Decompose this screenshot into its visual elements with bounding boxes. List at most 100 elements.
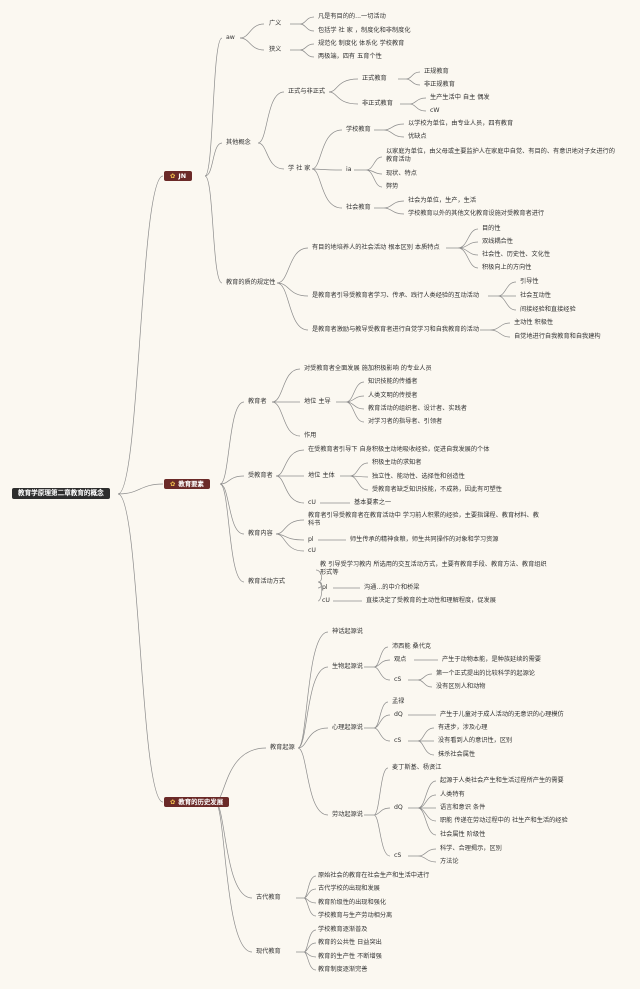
branch-node[interactable]: 有目的地培养人的社会活动 根本区别 本质特点	[312, 244, 440, 251]
leaf-node[interactable]: 受教育者缺乏知识技能，不成熟，因此有可塑性	[372, 486, 502, 493]
leaf-node[interactable]: 独立性、能动性、选择性和创造性	[372, 473, 465, 480]
leaf-node[interactable]: 有进步，涉及心理	[438, 724, 488, 731]
leaf-node[interactable]: 包括学 社 家 ，制度化和非制度化	[318, 27, 411, 34]
branch-node[interactable]: 正式教育	[362, 75, 387, 82]
leaf-node[interactable]: 学校教育以外的其他文化教育设施对受教育者进行	[408, 210, 545, 217]
leaf-node[interactable]: 弊势	[386, 183, 399, 190]
leaf-node[interactable]: 积极向上的方向性	[482, 264, 532, 271]
leaf-node[interactable]: 现状、特点	[386, 170, 417, 177]
leaf-node[interactable]: 麦丁斯基、杨贤江	[392, 764, 442, 771]
leaf-node[interactable]: 以学校为单位，由专业人员，四有教育	[408, 120, 514, 127]
leaf-node[interactable]: 对受教育者全面发展 施加积极影响 的专业人员	[304, 365, 432, 372]
branch-node[interactable]: 现代教育	[256, 948, 281, 955]
leaf-node[interactable]: 优缺点	[408, 133, 427, 140]
branch-node[interactable]: 是教育者引导受教育者学习、传承、践行人类经验的互动活动	[312, 292, 480, 299]
branch-node[interactable]: 学 社 家	[288, 165, 311, 172]
leaf-node[interactable]: 积极主动的求知者	[372, 459, 422, 466]
branch-node[interactable]: cS	[394, 737, 402, 744]
leaf-node[interactable]: 产生于动物本能，是种族延续的需要	[442, 656, 541, 663]
leaf-node[interactable]: 沛西能 桑代克	[392, 643, 432, 650]
branch-node[interactable]: 狭义	[269, 46, 282, 53]
branch-node[interactable]: cU	[308, 499, 316, 506]
leaf-node[interactable]: 两极端，四有 五育个性	[318, 53, 382, 60]
leaf-node[interactable]: 方法论	[440, 858, 459, 865]
leaf-node[interactable]: 第一个正式提出的比较科学的起源论	[436, 670, 535, 677]
branch-node[interactable]: 受教育者	[248, 472, 273, 479]
leaf-node[interactable]: 人类文明的传授者	[368, 392, 418, 399]
leaf-node[interactable]: 对学习者的指导者、引领者	[368, 418, 443, 425]
leaf-node[interactable]: 孟禄	[392, 698, 405, 705]
leaf-node[interactable]: 神话起源说	[332, 628, 363, 635]
leaf-node[interactable]: 在受教育者引导下 自身积极主动地吸收经验，促进自我发展的个体	[308, 446, 490, 453]
leaf-node[interactable]: 社会为单位，生产，生活	[408, 197, 477, 204]
branch-node[interactable]: 观点	[394, 656, 407, 663]
branch-node[interactable]: 教育的质的规定性	[226, 279, 276, 286]
leaf-node[interactable]: 教 引导受学习教内 所选用的交互活动方式，主要有教育手段、教育方法、教育组织形式…	[320, 561, 547, 576]
branch-node[interactable]: pl	[322, 584, 328, 591]
branch-node[interactable]: 其他概念	[226, 139, 251, 146]
leaf-node[interactable]: 教育的生产性 不断增强	[318, 953, 382, 960]
leaf-node[interactable]: 社会性、历史性、文化性	[482, 251, 551, 258]
branch-node[interactable]: 古代教育	[256, 894, 281, 901]
branch-node[interactable]: 教育活动方式	[248, 578, 286, 585]
branch-node[interactable]: cU	[322, 597, 330, 604]
leaf-node[interactable]: 以家庭为单位，由父母或主要监护人在家庭中自觉、有目的、有意识地对子女进行的教育活…	[386, 148, 615, 163]
leaf-node[interactable]: 目的性	[482, 225, 501, 232]
leaf-node[interactable]: 自觉地进行自我教育和自我建构	[514, 333, 601, 340]
branch-node[interactable]: 教育内容	[248, 530, 273, 537]
branch-node[interactable]: dQ	[394, 804, 403, 811]
branch-node[interactable]: aw	[226, 34, 235, 41]
branch-node[interactable]: 教育者	[248, 398, 267, 405]
leaf-node[interactable]: 职能 传递在劳动过程中的 社生产和生活的经验	[440, 817, 568, 824]
leaf-node[interactable]: 学校教育逐渐普及	[318, 926, 368, 933]
leaf-node[interactable]: 起源于人类社会产生和生活过程所产生的需要	[440, 777, 564, 784]
branch-node[interactable]: 广义	[269, 20, 282, 27]
leaf-node[interactable]: 生产生活中 自主 偶发	[430, 94, 490, 101]
leaf-node[interactable]: 学校教育与生产劳动相分离	[318, 912, 393, 919]
leaf-node[interactable]: cW	[430, 107, 440, 114]
branch-node[interactable]: dQ	[394, 711, 403, 718]
branch-node[interactable]: cS	[394, 676, 402, 683]
leaf-node[interactable]: 产生于儿童对于成人活动的无意识的心理模仿	[440, 711, 564, 718]
leaf-node[interactable]: 科学、合理揭示，区别	[440, 845, 502, 852]
leaf-node[interactable]: 抹杀社会属性	[438, 751, 476, 758]
branch-node[interactable]: cU	[308, 547, 316, 554]
branch-node[interactable]: 地位 主导	[304, 398, 331, 405]
leaf-node[interactable]: 非正规教育	[424, 81, 455, 88]
leaf-node[interactable]: 古代学校的出现和发展	[318, 885, 380, 892]
branch-node[interactable]: ia	[346, 166, 352, 173]
leaf-node[interactable]: 教育者引导受教育者在教育活动中 学习前人积累的经验，主要指课程、教育材料、教科书	[308, 512, 539, 527]
leaf-node[interactable]: 教育阶级性的出现和强化	[318, 899, 387, 906]
leaf-node[interactable]: 教育活动的组织者、设计者、实践者	[368, 405, 467, 412]
branch-node[interactable]: 心理起源说	[332, 724, 363, 731]
leaf-node[interactable]: 基本要素之一	[354, 499, 392, 506]
leaf-node[interactable]: 社会互动性	[520, 292, 551, 299]
topic-node-history[interactable]: ✿教育的历史发展	[164, 797, 230, 807]
leaf-node[interactable]: 知识技能的传播者	[368, 378, 418, 385]
leaf-node[interactable]: 教育制度逐渐完善	[318, 966, 368, 973]
leaf-node[interactable]: 人类特有	[440, 791, 465, 798]
leaf-node[interactable]: 凡是有目的的...一切活动	[318, 13, 386, 20]
leaf-node[interactable]: 教育的公共性 日益突出	[318, 939, 382, 946]
leaf-node[interactable]: 作用	[304, 432, 317, 439]
topic-node-concept[interactable]: ✿JN	[164, 171, 193, 181]
branch-node[interactable]: 学校教育	[346, 126, 371, 133]
leaf-node[interactable]: 社会属性 阶级性	[440, 831, 486, 838]
branch-node[interactable]: pl	[308, 536, 314, 543]
branch-node[interactable]: 劳动起源说	[332, 811, 363, 818]
branch-node[interactable]: cS	[394, 852, 402, 859]
root-node[interactable]: 教育学原理第二章教育的概念	[12, 488, 110, 499]
leaf-node[interactable]: 主动性 积极性	[514, 319, 554, 326]
branch-node[interactable]: 生物起源说	[332, 663, 363, 670]
branch-node[interactable]: 是教育者激励与教导受教育者进行自觉学习和自我教育的活动	[312, 326, 480, 333]
branch-node[interactable]: 正式与非正式	[288, 88, 326, 95]
leaf-node[interactable]: 双线耦合性	[482, 238, 513, 245]
leaf-node[interactable]: 语言和意识 条件	[440, 804, 486, 811]
branch-node[interactable]: 地位 主体	[308, 472, 335, 479]
leaf-node[interactable]: 沟通...的中介和桥梁	[364, 584, 420, 591]
leaf-node[interactable]: 没有看到人的意识性，区别	[438, 737, 513, 744]
leaf-node[interactable]: 没有区别人和动物	[436, 683, 486, 690]
leaf-node[interactable]: 师生传承的精神食粮，师生共同操作的对象和学习资源	[350, 536, 499, 543]
branch-node[interactable]: 非正式教育	[362, 100, 393, 107]
leaf-node[interactable]: 引导性	[520, 278, 539, 285]
